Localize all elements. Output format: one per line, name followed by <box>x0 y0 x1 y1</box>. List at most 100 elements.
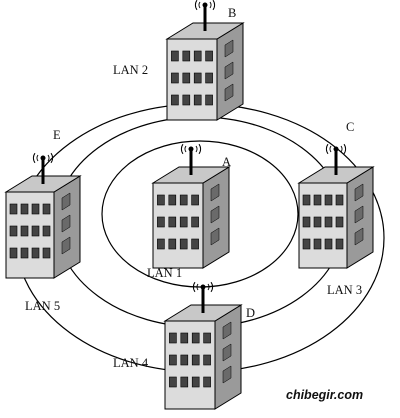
window <box>302 194 311 206</box>
signal-wave-icon <box>196 283 199 291</box>
window <box>182 50 191 62</box>
signal-wave-icon <box>195 145 198 153</box>
side-window <box>210 227 220 246</box>
window <box>324 238 333 250</box>
side-window <box>210 183 220 202</box>
side-window <box>224 83 234 102</box>
node-letter-b: B <box>228 6 236 20</box>
window <box>169 354 177 366</box>
signal-wave-icon <box>343 143 347 155</box>
window <box>31 225 40 237</box>
lan-labels: LAN 2 LAN 1 LAN 3 LAN 5 LAN 4 <box>25 63 362 370</box>
window <box>193 72 202 84</box>
window <box>31 247 40 259</box>
window <box>42 203 51 215</box>
window <box>335 216 344 228</box>
window <box>191 332 200 344</box>
lan-label-5: LAN 5 <box>25 299 60 313</box>
signal-wave-icon <box>198 1 201 9</box>
window <box>193 94 202 106</box>
signal-wave-icon <box>192 281 196 293</box>
window <box>191 216 199 228</box>
window <box>324 216 333 228</box>
window <box>171 50 179 62</box>
building-a <box>151 143 231 269</box>
watermark: chibegir.com <box>286 388 363 402</box>
window <box>205 72 213 84</box>
side-window <box>61 192 71 211</box>
window <box>302 238 311 250</box>
signal-wave-icon <box>209 1 212 9</box>
window <box>20 225 29 237</box>
signal-wave-icon <box>47 154 50 162</box>
window <box>9 225 18 237</box>
window <box>168 238 177 250</box>
signal-wave-icon <box>207 283 210 291</box>
window <box>180 354 189 366</box>
window <box>313 194 322 206</box>
node-letter-d: D <box>246 306 255 320</box>
side-window <box>354 227 364 246</box>
building-b <box>165 0 245 121</box>
window <box>157 238 165 250</box>
window <box>335 194 344 206</box>
side-window <box>224 39 234 58</box>
window <box>9 247 18 259</box>
signal-wave-icon <box>198 143 202 155</box>
building-d <box>163 281 243 410</box>
signal-wave-icon <box>340 145 343 153</box>
window <box>157 216 165 228</box>
window <box>157 194 165 206</box>
window <box>302 216 311 228</box>
window <box>324 194 333 206</box>
window <box>169 376 177 388</box>
side-window <box>222 321 232 340</box>
window <box>205 50 213 62</box>
signal-wave-icon <box>184 145 187 153</box>
window <box>191 354 200 366</box>
node-letter-a: A <box>222 155 231 169</box>
antenna-tip <box>333 146 339 152</box>
window <box>42 247 51 259</box>
antenna-tip <box>200 284 206 290</box>
window <box>179 194 188 206</box>
node-letter-c: C <box>346 120 354 134</box>
signal-wave-icon <box>180 143 184 155</box>
window <box>179 238 188 250</box>
signal-wave-icon <box>194 0 198 11</box>
signal-wave-icon <box>325 143 329 155</box>
window <box>191 376 200 388</box>
signal-wave-icon <box>32 152 36 164</box>
lan-label-1: LAN 1 <box>147 266 182 280</box>
lan-label-3: LAN 3 <box>327 283 362 297</box>
side-window <box>354 183 364 202</box>
signal-wave-icon <box>50 152 54 164</box>
node-letters: B A C E D <box>53 6 354 320</box>
window <box>193 50 202 62</box>
side-window <box>61 236 71 255</box>
window <box>203 332 211 344</box>
antenna-tip <box>40 155 46 161</box>
window <box>179 216 188 228</box>
window <box>9 203 18 215</box>
node-letter-e: E <box>53 128 61 142</box>
side-window <box>354 205 364 224</box>
side-window <box>224 61 234 80</box>
window <box>182 72 191 84</box>
side-window <box>210 205 220 224</box>
signal-wave-icon <box>210 281 214 293</box>
building-e <box>4 152 82 279</box>
window <box>42 225 51 237</box>
building-c <box>297 143 375 269</box>
window <box>180 332 189 344</box>
window <box>203 354 211 366</box>
signal-wave-icon <box>329 145 332 153</box>
side-window <box>222 343 232 362</box>
window <box>191 238 199 250</box>
window <box>205 94 213 106</box>
building-nodes <box>4 0 375 410</box>
ring-inner <box>101 140 299 288</box>
window <box>191 194 199 206</box>
window <box>169 332 177 344</box>
